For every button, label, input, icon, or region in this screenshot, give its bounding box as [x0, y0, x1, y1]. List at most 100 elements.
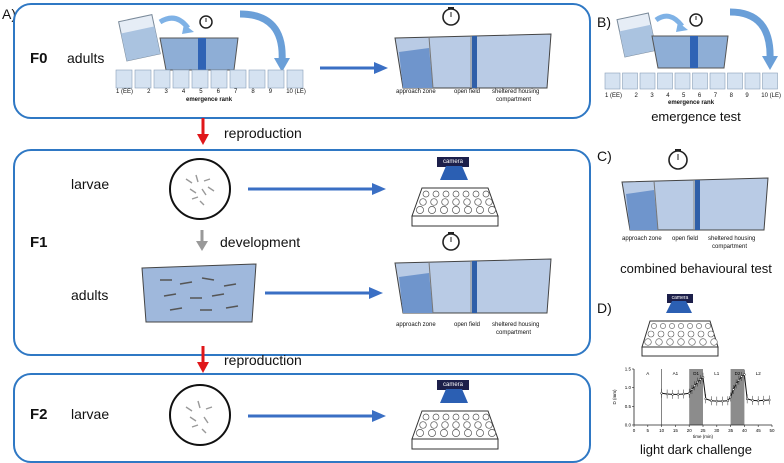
zone-sheltered-f1: sheltered housing [492, 322, 540, 328]
data-point [676, 393, 680, 396]
data-point [726, 399, 730, 402]
x-tick-label: 0 [633, 428, 636, 433]
phase-label: L1 [714, 371, 720, 376]
emergence-vials-f0 [115, 69, 304, 89]
transition-reproduction-2: reproduction [224, 352, 302, 368]
zone-open-field-f0: open field [454, 89, 481, 95]
panel-letter-d: D) [597, 300, 612, 316]
rank-label: 9 [268, 89, 273, 95]
dark-period [689, 369, 703, 425]
rank-label: 7 [234, 89, 238, 95]
data-point [698, 378, 702, 381]
x-tick-label: 50 [769, 428, 775, 433]
zone-approach-f1: approach zone [396, 322, 436, 328]
rank-label: 4 [181, 89, 186, 95]
arrow-down-icon [196, 230, 208, 251]
data-point [740, 375, 743, 378]
x-tick-label: 30 [714, 428, 720, 433]
emergence-ranks-b: 1 (EE) 2 3 4 5 6 7 8 9 10 (LE) [605, 93, 781, 99]
data-point [767, 398, 771, 402]
arrow-down-icon [197, 346, 209, 373]
data-point [751, 399, 754, 402]
panel-f1 [13, 149, 591, 356]
dark-period [730, 369, 745, 425]
rank-label: 2 [634, 93, 638, 99]
caption-b: emergence test [651, 109, 741, 124]
caption-d: light dark challenge [639, 442, 753, 457]
y-tick-label: 0.5 [625, 404, 632, 409]
zone-compartment-c: compartment [712, 244, 748, 250]
rank-label: 4 [666, 93, 670, 99]
data-point [704, 397, 708, 401]
zone-open-field-c: open field [672, 236, 699, 242]
emergence-apparatus-b [616, 8, 778, 70]
phase-label: D1 [693, 371, 699, 376]
adult-aquarium-f1 [141, 263, 257, 323]
arrow-down-icon [197, 118, 209, 145]
y-tick-label: 0.0 [625, 423, 632, 428]
transition-reproduction-1: reproduction [224, 125, 302, 141]
rank-label: 5 [682, 93, 686, 99]
transition-development: development [220, 234, 301, 250]
panel-letter-a: A) [2, 6, 16, 22]
emergence-vials-b [604, 72, 778, 90]
x-tick-label: 20 [687, 428, 693, 433]
x-tick-label: 40 [742, 428, 748, 433]
rank-label: 3 [164, 89, 168, 95]
larvae-dish-f2 [169, 384, 231, 446]
rank-label: 10 (LE) [286, 89, 306, 95]
rank-label: 1 (EE) [116, 89, 134, 95]
x-axis-label: time (min) [693, 434, 714, 439]
data-point [671, 393, 674, 396]
series-line [661, 373, 770, 402]
y-axis-label: D (mm) [612, 389, 617, 404]
x-tick-label: 10 [659, 428, 665, 433]
camera-label-f2: camera [437, 380, 469, 390]
rank-label: 10 (LE) [761, 93, 781, 99]
panel-letter-c: C) [597, 148, 612, 164]
phase-label: L2 [756, 371, 762, 376]
camera-plate-f2 [411, 389, 499, 450]
rank-label: 1 (EE) [605, 93, 623, 99]
panel-letter-b: B) [597, 14, 611, 30]
emergence-apparatus-f0 [118, 10, 290, 72]
data-point [737, 378, 741, 382]
arrow-right-icon [265, 287, 383, 299]
emergence-axis-f0: emergence rank [186, 97, 233, 103]
x-tick-label: 15 [673, 428, 679, 433]
rank-label: 9 [745, 93, 749, 99]
data-point [743, 373, 746, 376]
zone-open-field-f1: open field [454, 322, 481, 328]
arrow-right-icon [320, 62, 388, 74]
arrow-right-icon [248, 183, 386, 195]
x-tick-label: 25 [700, 428, 706, 433]
emergence-axis-b: emergence rank [668, 100, 715, 106]
stage-adults-f1: adults [71, 287, 109, 303]
rank-label: 7 [713, 93, 718, 99]
y-tick-label: 1.5 [625, 367, 632, 372]
camera-label-f1: camera [437, 157, 469, 167]
behaviour-tank-f0 [394, 7, 552, 89]
generation-f0: F0 [30, 50, 48, 67]
camera-label-d: camera [667, 294, 693, 303]
data-point [721, 399, 724, 403]
data-point [701, 375, 705, 379]
rank-label: 6 [697, 93, 702, 99]
y-tick-label: 1.0 [625, 385, 632, 390]
data-point [710, 399, 713, 402]
rank-label: 5 [199, 89, 203, 95]
data-point [734, 382, 738, 386]
zone-approach-c: approach zone [622, 236, 662, 242]
zone-approach-f0: approach zone [396, 89, 436, 95]
generation-f1: F1 [30, 234, 48, 251]
data-point [682, 392, 685, 396]
zone-sheltered-f0: sheltered housing [492, 89, 540, 95]
data-point [687, 392, 691, 395]
x-tick-label: 35 [728, 428, 734, 433]
rank-label: 8 [251, 89, 255, 95]
caption-c: combined behavioural test [620, 261, 772, 276]
data-point [693, 384, 696, 388]
phase-label: A [646, 371, 649, 376]
larvae-dish-f1 [169, 158, 231, 220]
